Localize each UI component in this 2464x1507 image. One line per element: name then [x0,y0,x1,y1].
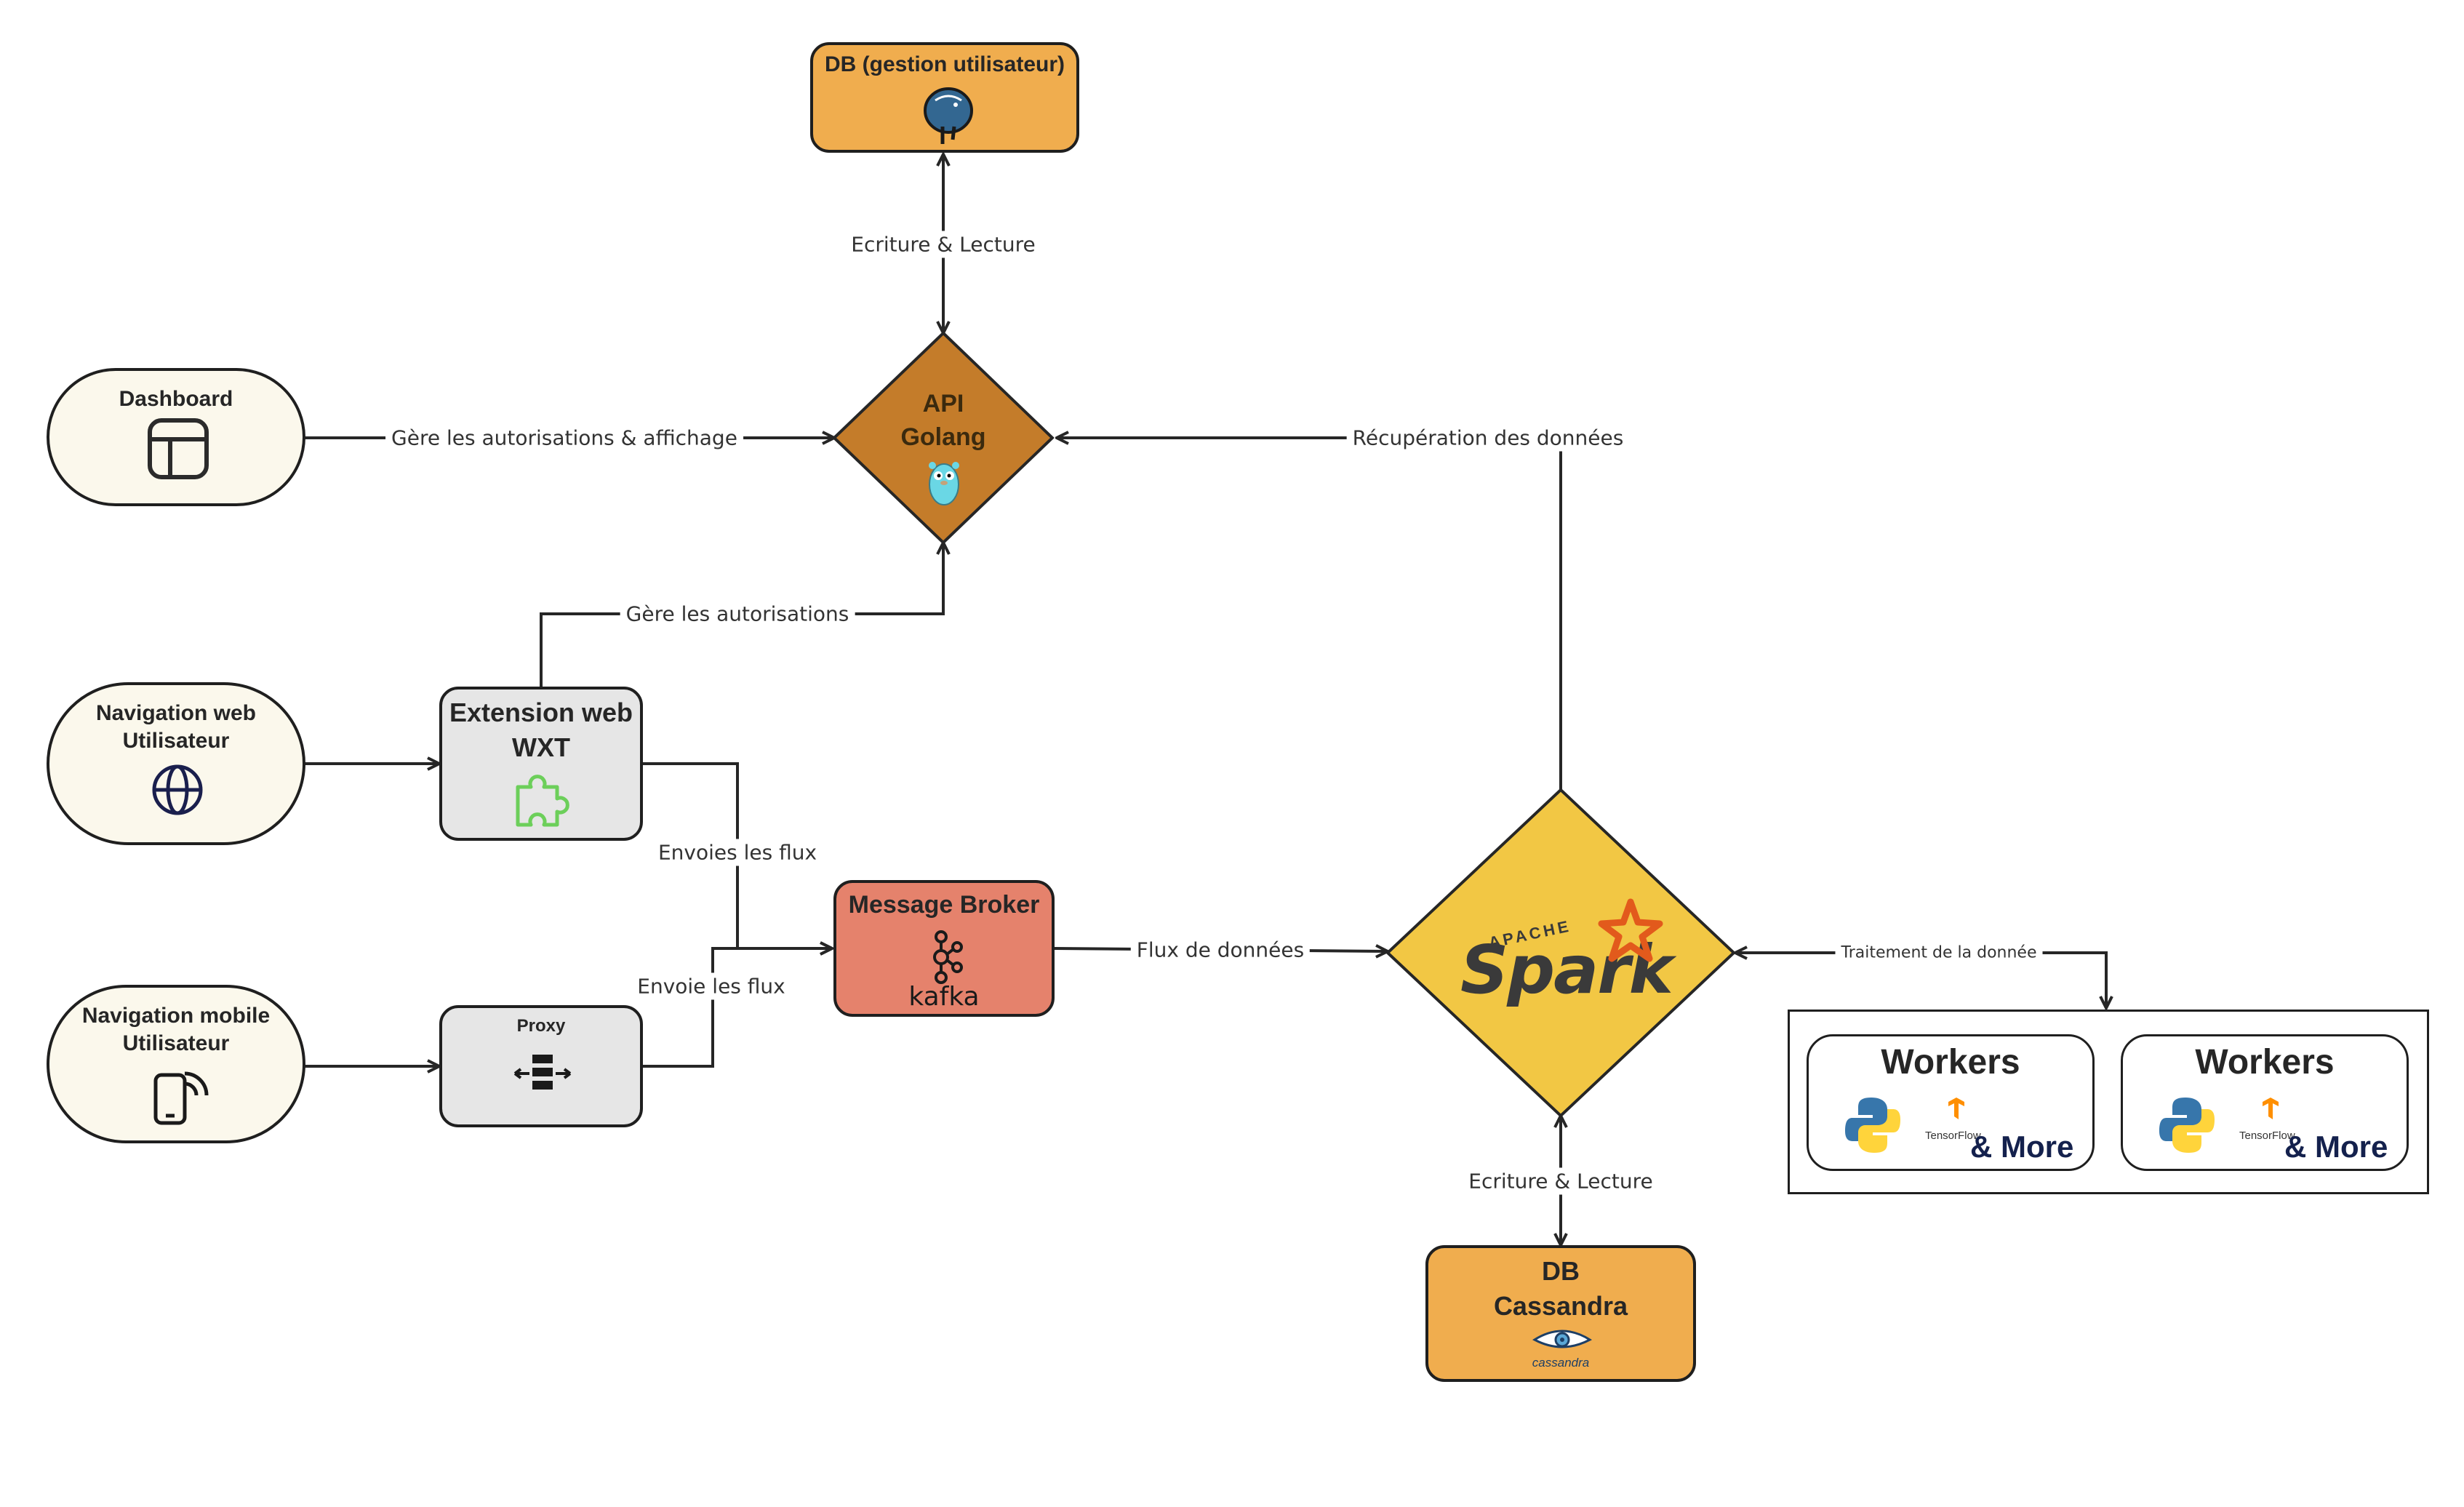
worker-box[interactable]: Workers TensorFlow & More [1807,1034,2095,1171]
server-arrows-icon [513,1055,572,1090]
puzzle-icon [516,775,569,827]
edge-label-db-api: Ecriture & Lecture [845,231,1041,258]
tensorflow-text: TensorFlow [2239,1130,2295,1142]
python-icon [2159,1098,2215,1153]
api-title-line1: API [922,390,964,417]
extension-line2: WXT [512,732,570,762]
cassandra-eye-icon [1532,1330,1592,1348]
edge-label-proxy-broker: Envoie les flux [631,972,791,1000]
spark-diamond[interactable] [1385,788,1736,1118]
proxy-label: Proxy [516,1016,566,1036]
cassandra-node[interactable]: DB Cassandra cassandra [1425,1245,1696,1382]
cassandra-line2: Cassandra [1493,1291,1628,1321]
dashboard-layout-icon [148,418,209,479]
edge-label-extension-broker: Envoies les flux [652,839,823,866]
edge-label-broker-spark: Flux de données [1130,936,1311,964]
more-text: & More [2284,1130,2388,1164]
worker-title: Workers [1881,1043,2020,1082]
dashboard-label: Dashboard [119,387,233,411]
spark-star-icon [1598,898,1663,962]
postgresql-elephant-icon [924,87,973,144]
api-diamond[interactable] [832,331,1055,545]
edge-label-spark-api: Récupération des données [1346,424,1630,452]
worker-box[interactable]: Workers TensorFlow & More [2121,1034,2409,1171]
nav-mobile-line1: Navigation mobile [81,1004,271,1028]
edge-label-extension-api: Gère les autorisations [620,600,855,628]
tensorflow-icon [1948,1098,1964,1119]
dashboard-node[interactable]: Dashboard [47,368,305,506]
db-users-node[interactable]: DB (gestion utilisateur) [810,42,1079,153]
mobile-signal-icon [153,1071,209,1125]
broker-label: Message Broker [848,891,1040,919]
cassandra-line1: DB [1542,1256,1580,1286]
edge-label-dashboard-api: Gère les autorisations & affichage [385,424,743,452]
extension-node[interactable]: Extension web WXT [439,687,643,841]
api-node: API Golang [900,387,985,454]
globe-icon [152,764,203,815]
edge-label-spark-cassandra: Ecriture & Lecture [1463,1167,1659,1195]
python-icon [1845,1098,1900,1153]
more-text: & More [1970,1130,2074,1164]
db-users-label: DB (gestion utilisateur) [824,52,1065,76]
nav-web-node[interactable]: Navigation web Utilisateur [47,682,305,845]
edge-proxy-broker [643,948,832,1068]
broker-node[interactable]: Message Broker kafka [833,880,1055,1017]
go-gopher-icon [929,462,959,505]
nav-mobile-node[interactable]: Navigation mobile Utilisateur [47,985,305,1143]
nav-web-line1: Navigation web [95,701,257,725]
kafka-icon [933,930,963,984]
proxy-node[interactable]: Proxy [439,1005,643,1127]
worker-title: Workers [2195,1043,2335,1082]
cassandra-logo-text: cassandra [1532,1356,1590,1370]
extension-line1: Extension web [449,697,633,727]
nav-web-line2: Utilisateur [122,729,230,753]
api-title-line2: Golang [900,423,986,451]
tensorflow-text: TensorFlow [1925,1130,1981,1142]
spark-logo-text: Spark [1460,931,1673,1009]
edge-spark-api [1057,438,1562,790]
edge-label-spark-workers: Traitement de la donnée [1835,942,2043,964]
tensorflow-icon [2263,1098,2279,1119]
nav-mobile-line2: Utilisateur [122,1031,230,1055]
kafka-logo-text: kafka [908,982,980,1012]
